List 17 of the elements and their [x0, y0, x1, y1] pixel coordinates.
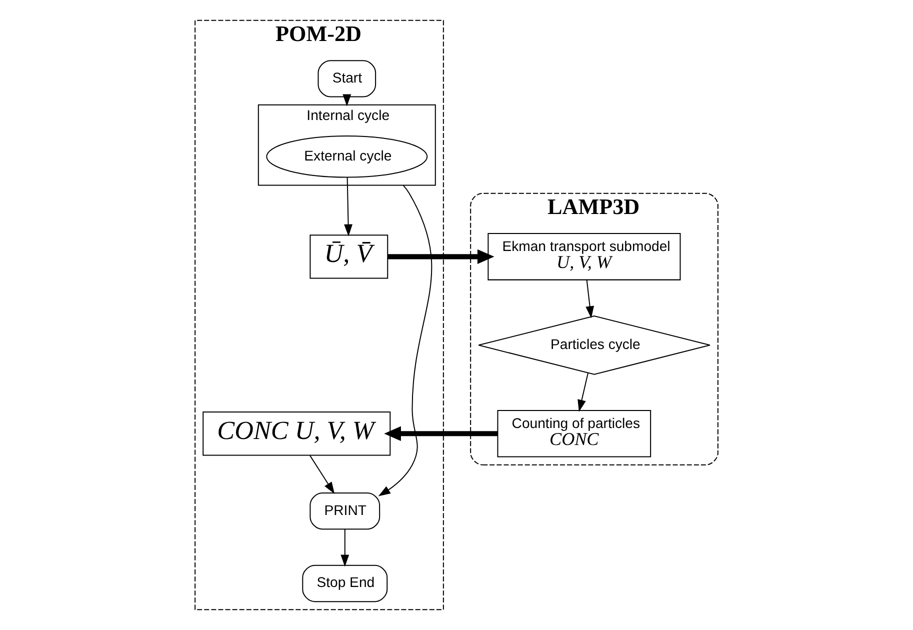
arrow [578, 372, 588, 412]
node-box: CONC U, V, W [202, 412, 391, 456]
node-box: Ekman transport submodel U, V, W [488, 233, 681, 280]
node-diamond: Particles cycle [478, 316, 710, 375]
arrow [378, 184, 432, 496]
arrow [388, 249, 494, 264]
node-box: Counting of particles CONC [497, 410, 652, 458]
node-box: Stop End [302, 564, 388, 602]
node-box: Ū, V̄ [310, 234, 388, 279]
node-box: PRINT [310, 492, 380, 530]
arrow [586, 280, 594, 318]
arrow [344, 177, 352, 236]
arrow [342, 94, 352, 106]
arrow [340, 529, 350, 567]
arrow [310, 455, 335, 494]
node-ellipse: External cycle [266, 136, 428, 178]
arrow [384, 426, 498, 442]
